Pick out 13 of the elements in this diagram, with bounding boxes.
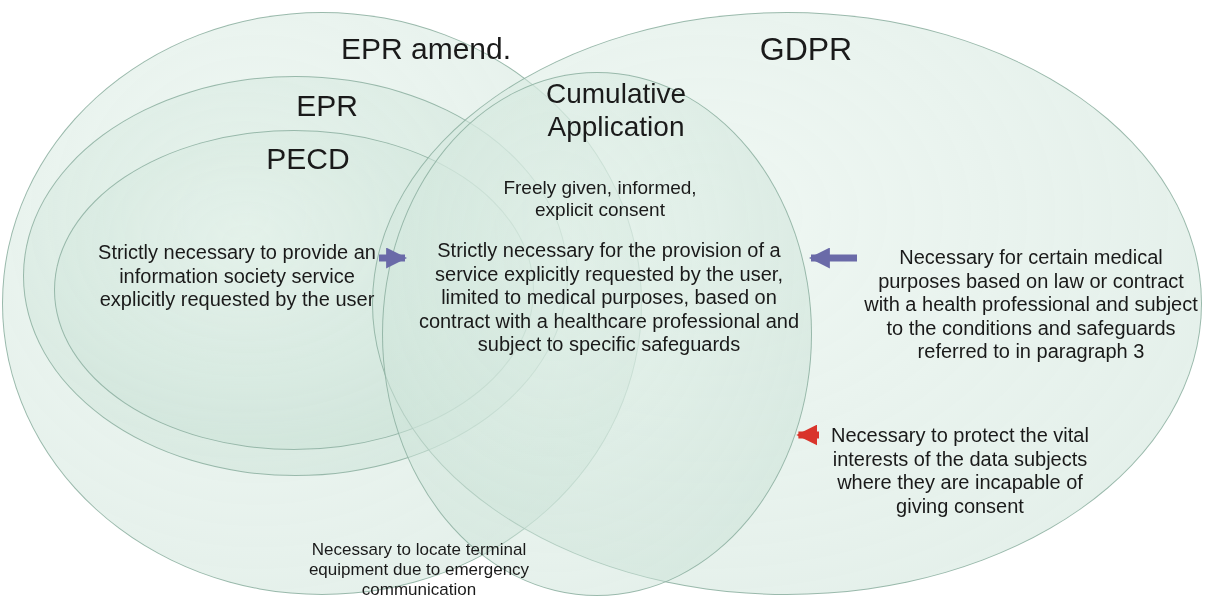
arrow — [379, 247, 408, 269]
set-title: Cumulative Application — [544, 77, 688, 144]
note-text: Necessary for certain medical purposes based on law or contract with a health professional and subject to the conditions and safeguards referred to in paragraph 3 — [861, 246, 1201, 364]
body-text: Freely given, informed, explicit consent — [502, 177, 698, 222]
note-text: Necessary to protect the vital interests of the data subjects where they are incapable of giving consent — [823, 424, 1097, 519]
arrow — [796, 424, 819, 446]
set-title: GDPR — [758, 31, 854, 69]
note-text: Strictly necessary for the provision of a service explicitly requested by the user, limited to medical purposes, based on contract with a healthcare professional and subject to specific safeguards — [409, 239, 809, 357]
note-text: Strictly necessary to provide an information society service explicitly requested by the user — [95, 241, 379, 312]
note-text: Necessary to locate terminal equipment due to emergency communication — [307, 540, 531, 597]
set-title: PECD — [265, 141, 351, 177]
set-title: EPR amend. — [339, 31, 513, 67]
set-title: EPR — [295, 88, 359, 124]
